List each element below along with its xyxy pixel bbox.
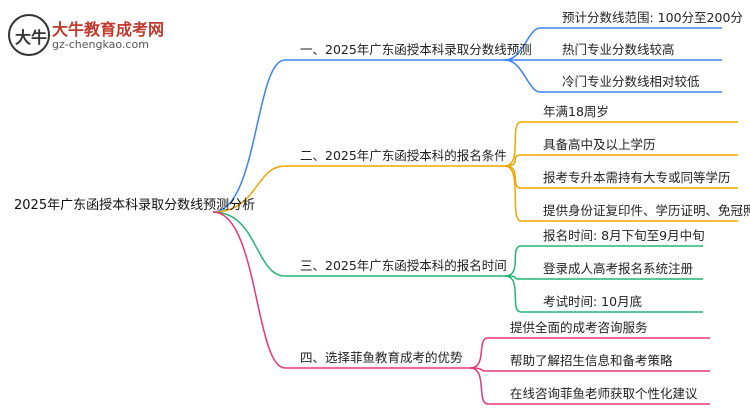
leaf-label: 帮助了解招生信息和备考策略 xyxy=(510,353,673,368)
leaf-label: 提供全面的成考咨询服务 xyxy=(510,320,648,335)
leaf-label: 报名时间: 8月下旬至9月中旬 xyxy=(543,228,705,243)
leaf-label: 冷门专业分数线相对较低 xyxy=(562,74,700,89)
logo: 大牛 大牛教育成考网 gz-chengkao.com xyxy=(8,14,198,60)
logo-url: gz-chengkao.com xyxy=(52,38,149,51)
branch-label: 一、2025年广东函授本科录取分数线预测 xyxy=(300,42,532,57)
logo-badge: 大牛 xyxy=(8,14,50,56)
leaf-label: 在线咨询菲鱼老师获取个性化建议 xyxy=(510,386,698,401)
child-connector xyxy=(469,367,489,405)
branch-label: 三、2025年广东函授本科的报名时间 xyxy=(300,258,507,273)
child-connector xyxy=(504,27,541,61)
branch-label: 二、2025年广东函授本科的报名条件 xyxy=(300,148,507,163)
child-connector xyxy=(504,59,541,93)
child-connector xyxy=(504,121,522,167)
leaf-label: 登录成人高考报名系统注册 xyxy=(543,261,694,276)
leaf-label: 热门专业分数线较高 xyxy=(562,42,675,57)
root-node: 2025年广东函授本科录取分数线预测分析 xyxy=(14,198,256,213)
logo-glyph: 大牛 xyxy=(15,28,48,47)
leaf-label: 具备高中及以上学历 xyxy=(543,137,656,152)
leaf-label: 预计分数线范围: 100分至200分 xyxy=(562,10,743,25)
child-connector xyxy=(504,165,522,189)
branch-connector xyxy=(212,59,286,213)
child-connector xyxy=(504,245,522,277)
branch-connector xyxy=(212,211,286,277)
child-connector xyxy=(504,165,522,222)
branch-connector xyxy=(212,211,286,369)
leaf-label: 年满18周岁 xyxy=(543,104,609,119)
child-connector xyxy=(469,337,489,369)
child-connector xyxy=(504,275,522,313)
leaf-label: 提供身份证复印件、学历证明、免冠照片 xyxy=(543,203,750,218)
leaf-label: 考试时间: 10月底 xyxy=(543,294,643,309)
leaf-label: 报考专升本需持有大专或同等学历 xyxy=(543,170,731,185)
branch-label: 四、选择菲鱼教育成考的优势 xyxy=(300,350,463,365)
branch-connector xyxy=(212,165,286,213)
logo-title: 大牛教育成考网 xyxy=(52,20,165,39)
